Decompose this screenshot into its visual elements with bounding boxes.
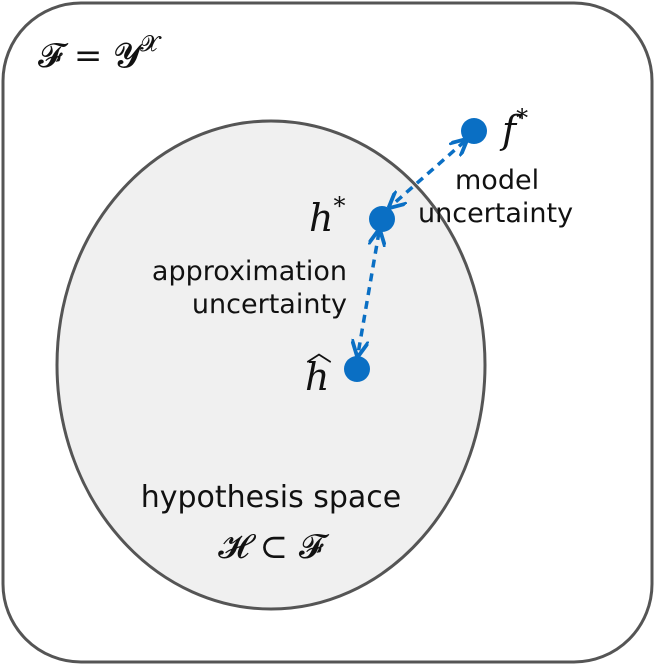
f-star-point [461, 118, 487, 144]
h-star-point [369, 206, 395, 232]
approximation-uncertainty-label-line1: approximation [152, 256, 347, 287]
h-hat-label: h [305, 355, 329, 399]
h-star-label: h* [309, 192, 345, 240]
h-hat-accent: ︿ [306, 338, 332, 368]
approximation-uncertainty-arrow [358, 232, 379, 354]
approximation-uncertainty-label-line2: uncertainty [192, 289, 347, 320]
function-space-label: 𝓕 = 𝓨𝓧 [38, 32, 162, 76]
h-hat-point [344, 356, 370, 382]
model-uncertainty-arrow [391, 141, 465, 206]
hypothesis-space-formula: 𝓗 ⊂ 𝓕 [218, 527, 330, 567]
model-uncertainty-label-line2: uncertainty [418, 198, 573, 229]
model-uncertainty-label-line1: model [455, 165, 539, 196]
hypothesis-space-label: hypothesis space [141, 480, 402, 515]
